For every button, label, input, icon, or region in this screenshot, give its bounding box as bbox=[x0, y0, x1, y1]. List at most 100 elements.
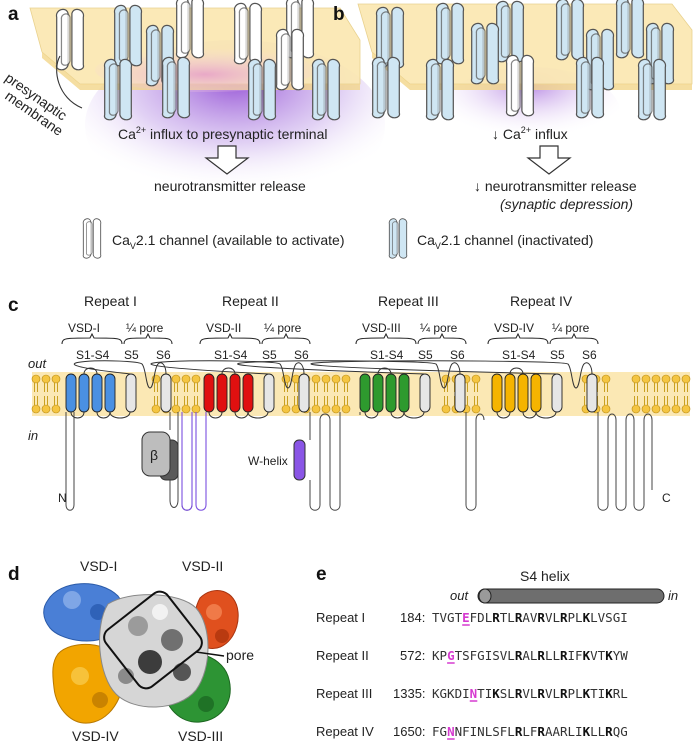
membrane-bracket bbox=[56, 55, 83, 109]
seq-residues-3: KGKDINTIKSLRVLRVLRPLKTIKRL bbox=[432, 686, 628, 701]
intracellular-loop-4 bbox=[309, 412, 341, 511]
down-arrow-b bbox=[526, 145, 572, 175]
s5-label-4: S5 bbox=[550, 348, 565, 362]
repeat-1-s1-helix bbox=[65, 373, 77, 413]
channel-b-3 bbox=[555, 0, 585, 61]
repeat-1-s4-helix bbox=[104, 373, 116, 413]
channel-b-10 bbox=[505, 54, 535, 117]
lipid bbox=[661, 374, 671, 414]
lipid bbox=[181, 374, 191, 414]
channel-a-0 bbox=[55, 8, 85, 71]
seq-start-2: 572: bbox=[400, 648, 425, 663]
seq-repeat-label-3: Repeat III bbox=[316, 686, 372, 701]
channel-b-2 bbox=[495, 0, 525, 63]
s4-helix-bar bbox=[477, 588, 665, 604]
legend-inactivated-icon bbox=[388, 218, 408, 259]
vsd-label-2: VSD-II bbox=[206, 321, 241, 335]
repeat-3-s4-helix bbox=[398, 373, 410, 413]
channel-a-8 bbox=[161, 56, 191, 119]
seq-repeat-label-2: Repeat II bbox=[316, 648, 369, 663]
repeat-title-4: Repeat IV bbox=[510, 293, 573, 309]
panel-letter-d: d bbox=[8, 564, 20, 585]
quarter-pore-label-1: ¼ pore bbox=[126, 321, 164, 335]
lipid bbox=[671, 374, 681, 414]
repeat-4-s5-helix bbox=[551, 373, 563, 413]
legend-inactivated-label: CaV2.1 channel (inactivated) bbox=[417, 232, 593, 251]
vsd-ii-label: VSD-II bbox=[182, 558, 223, 574]
beta-subunit: β bbox=[141, 431, 179, 481]
helix-in-label: in bbox=[668, 588, 678, 603]
lipid bbox=[311, 374, 321, 414]
helix-out-label: out bbox=[450, 588, 469, 603]
lipid bbox=[171, 374, 181, 414]
repeat-3-s5-helix bbox=[419, 373, 431, 413]
panel-b: b ↓ Ca2+ influx ↓ neurotransmitter relea… bbox=[333, 0, 693, 212]
s5-label-2: S5 bbox=[262, 348, 277, 362]
s6-label-2: S6 bbox=[294, 348, 309, 362]
seq-repeat-label-1: Repeat I bbox=[316, 610, 365, 625]
release-label-b: ↓ neurotransmitter release bbox=[474, 178, 637, 194]
seq-start-1: 184: bbox=[400, 610, 425, 625]
intracellular-loop-2 bbox=[181, 412, 193, 511]
repeat-1-s2-helix bbox=[78, 373, 90, 413]
lipid bbox=[631, 374, 641, 414]
repeat-title-2: Repeat II bbox=[222, 293, 279, 309]
in-label: in bbox=[28, 428, 38, 443]
vsd-iv-label: VSD-IV bbox=[72, 728, 119, 744]
repeat-1-s5-helix bbox=[125, 373, 137, 413]
s5-label-1: S5 bbox=[124, 348, 139, 362]
vsd-label-4: VSD-IV bbox=[494, 321, 534, 335]
repeat-4-s2-helix bbox=[504, 373, 516, 413]
channel-surface bbox=[43, 583, 239, 724]
panel-letter-b: b bbox=[333, 4, 345, 25]
s6-label-3: S6 bbox=[450, 348, 465, 362]
influx-label-a: Ca2+ influx to presynaptic terminal bbox=[118, 125, 327, 142]
purple-linker bbox=[181, 412, 207, 511]
lipid bbox=[41, 374, 51, 414]
seq-start-4: 1650: bbox=[393, 724, 426, 739]
legend-available-icon bbox=[82, 218, 102, 259]
channel-b-11 bbox=[575, 56, 605, 119]
s1-s4-label-2: S1-S4 bbox=[214, 348, 248, 362]
pore-box bbox=[103, 590, 203, 690]
channel-b-4 bbox=[615, 0, 645, 59]
channel-b-5 bbox=[470, 22, 500, 85]
lipid bbox=[331, 374, 341, 414]
repeat-2-s1-helix bbox=[203, 373, 215, 413]
release-label-a: neurotransmitter release bbox=[154, 178, 306, 194]
seq-residues-1: TVGTEFDLRTLRAVRVLRPLKLVSGI bbox=[432, 610, 628, 625]
legend-available-label: CaV2.1 channel (available to activate) bbox=[112, 232, 345, 251]
lipid bbox=[601, 374, 611, 414]
repeat-title-1: Repeat I bbox=[84, 293, 137, 309]
repeat-2-s5-helix bbox=[263, 373, 275, 413]
channel-a-2 bbox=[175, 0, 205, 59]
channel-b-1 bbox=[435, 2, 465, 65]
intracellular-loop-0 bbox=[65, 412, 75, 511]
depression-label: (synaptic depression) bbox=[500, 196, 633, 212]
panel-letter-e: e bbox=[316, 564, 327, 585]
channel-a-6 bbox=[275, 28, 305, 91]
channel-a-10 bbox=[311, 58, 341, 121]
channel-a-3 bbox=[233, 2, 263, 65]
seq-repeat-label-4: Repeat IV bbox=[316, 724, 374, 739]
s1-s4-label-3: S1-S4 bbox=[370, 348, 404, 362]
panel-letter-c: c bbox=[8, 295, 19, 316]
pore-label: pore bbox=[226, 647, 254, 663]
panel-a: a presynaptic membrane Ca2+ influx to pr… bbox=[2, 0, 385, 210]
lipid bbox=[321, 374, 331, 414]
s1-s4-label-4: S1-S4 bbox=[502, 348, 536, 362]
repeat-2-s4-helix bbox=[242, 373, 254, 413]
c-terminus-label: C bbox=[662, 491, 671, 505]
s6-label-1: S6 bbox=[156, 348, 171, 362]
repeat-3-s1-helix bbox=[359, 373, 371, 413]
repeat-2-s2-helix bbox=[216, 373, 228, 413]
channel-a-9 bbox=[247, 58, 277, 121]
lipid bbox=[681, 374, 691, 414]
